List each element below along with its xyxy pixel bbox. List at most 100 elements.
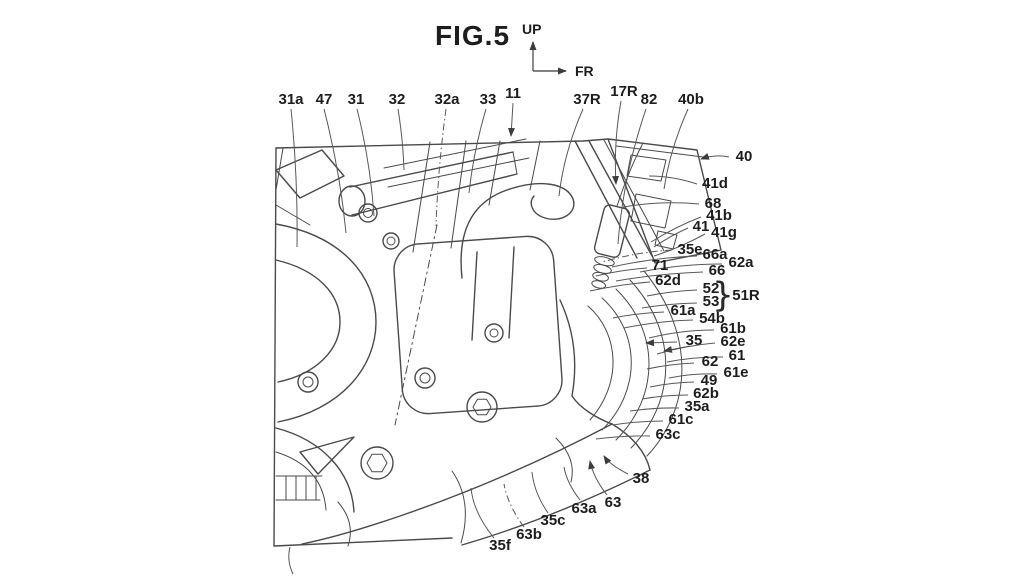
ref-label-32a: 32a	[434, 91, 460, 108]
ref-label-66a: 66a	[702, 246, 728, 263]
leader-82	[617, 108, 647, 245]
ref-label-35f: 35f	[489, 537, 512, 554]
ref-label-40: 40	[736, 148, 753, 165]
leader-49	[649, 381, 695, 388]
leader-35e	[601, 249, 673, 263]
ref-label-63c: 63c	[655, 426, 680, 443]
brace-51R: }	[712, 276, 734, 316]
ref-label-61e: 61e	[723, 364, 748, 381]
ref-label-62b: 62b	[693, 385, 719, 402]
ref-label-31a: 31a	[278, 91, 304, 108]
ref-label-63: 63	[605, 494, 622, 511]
axis-indicator: UP FR	[522, 21, 594, 79]
leader-38	[603, 455, 629, 475]
cylinder-centerline	[394, 224, 438, 426]
leader-54b	[623, 319, 694, 329]
leader-61c	[612, 420, 664, 426]
ref-label-61b: 61b	[720, 320, 746, 337]
ref-label-31: 31	[348, 91, 365, 108]
leader-41g	[653, 233, 706, 257]
leader-66	[615, 271, 704, 282]
leader-37R	[558, 108, 584, 197]
sensor-stick	[616, 142, 644, 207]
ref-label-51R: 51R	[732, 287, 760, 304]
background-lines	[275, 140, 541, 253]
leader-33	[468, 108, 487, 194]
leader-35a	[629, 407, 680, 412]
ref-label-35a: 35a	[684, 398, 710, 415]
leader-40b	[663, 108, 689, 190]
leader-11	[507, 102, 515, 137]
cover-panel	[607, 138, 722, 264]
leader-62b	[641, 394, 689, 400]
muffler	[301, 423, 651, 547]
ref-label-41: 41	[693, 218, 710, 235]
exhaust-pipes	[587, 270, 683, 457]
ref-label-54b: 54b	[699, 310, 725, 327]
ref-label-41d: 41d	[702, 175, 728, 192]
leader-62a	[639, 263, 723, 273]
ref-label-82: 82	[641, 91, 658, 108]
axis-fr-label: FR	[575, 63, 594, 79]
leader-line	[288, 546, 294, 575]
leader-63a	[563, 466, 581, 501]
leader-31a	[290, 108, 298, 248]
ref-label-61a: 61a	[670, 302, 696, 319]
ref-label-63b: 63b	[516, 526, 542, 543]
leader-63	[588, 460, 608, 496]
ignition-coil	[591, 204, 631, 289]
leader-62	[646, 362, 695, 370]
ref-label-17R: 17R	[610, 83, 638, 100]
ref-label-66: 66	[709, 262, 726, 279]
ref-label-61c: 61c	[668, 411, 693, 428]
ref-label-49: 49	[701, 372, 718, 389]
leader-66a	[611, 255, 698, 268]
ref-label-32: 32	[389, 91, 406, 108]
intake-tubes	[338, 138, 530, 217]
leader-41b	[650, 216, 702, 243]
ref-label-53: 53	[703, 293, 720, 310]
ref-label-38: 38	[633, 470, 650, 487]
intake-funnel	[460, 182, 575, 341]
leader-68	[622, 202, 700, 208]
ref-label-68: 68	[705, 195, 722, 212]
body-right-curve	[559, 299, 613, 425]
ref-label-41b: 41b	[706, 207, 732, 224]
leader-41d	[648, 175, 698, 185]
leader-47	[323, 108, 347, 234]
leader-32a	[435, 108, 447, 227]
ref-label-61: 61	[729, 347, 746, 364]
ref-label-71: 71	[652, 257, 669, 274]
leader-63c	[595, 435, 651, 440]
engine-drawing	[273, 138, 722, 547]
leader-40	[700, 153, 730, 160]
leader-62d	[589, 281, 651, 292]
leader-62e	[656, 342, 716, 355]
leader-32	[397, 108, 405, 171]
body-outline-left-bottom	[273, 147, 453, 547]
ref-label-47: 47	[316, 91, 333, 108]
ref-label-52: 52	[703, 280, 720, 297]
ref-label-35e: 35e	[677, 241, 702, 258]
ref-label-62d: 62d	[655, 272, 681, 289]
leader-35	[645, 339, 678, 347]
ref-label-33: 33	[480, 91, 497, 108]
ref-label-11: 11	[505, 85, 521, 102]
bolt-icons	[297, 203, 504, 480]
leader-61	[666, 356, 724, 363]
leader-35c	[531, 471, 549, 514]
leader-53	[641, 302, 698, 309]
frame-member	[574, 139, 665, 259]
ref-label-62a: 62a	[728, 254, 754, 271]
ref-label-62e: 62e	[720, 333, 745, 350]
ref-label-37R: 37R	[573, 91, 601, 108]
ref-label-35c: 35c	[540, 512, 565, 529]
leader-41	[653, 227, 689, 248]
leader-17R	[612, 100, 622, 185]
body-outline	[275, 138, 609, 149]
leader-61b	[648, 329, 715, 339]
ref-label-63a: 63a	[571, 500, 597, 517]
